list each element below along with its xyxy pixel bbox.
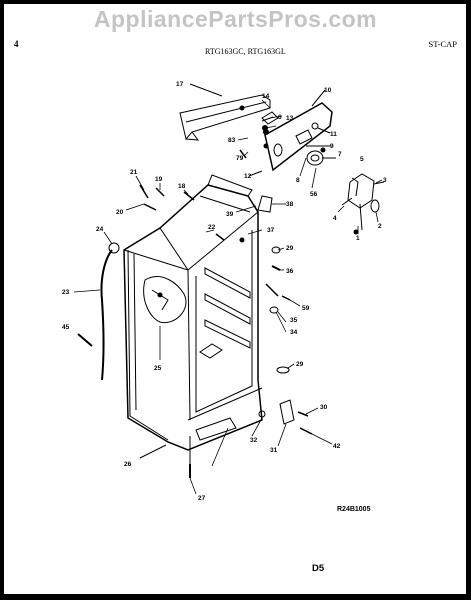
part-26-cabinet — [123, 174, 266, 470]
label-30: 30 — [320, 404, 328, 411]
label-27: 27 — [198, 495, 206, 502]
label-20: 20 — [116, 209, 124, 216]
reference-code: R24B1005 — [337, 506, 371, 513]
part-17-cover — [179, 83, 271, 141]
label-35: 35 — [290, 317, 298, 324]
label-22: 22 — [208, 224, 216, 231]
label-13: 13 — [286, 115, 294, 122]
label-2: 2 — [378, 223, 382, 230]
label-7: 7 — [338, 151, 342, 158]
label-14: 14 — [262, 93, 270, 100]
model-numbers: RTG163GC, RTG163GL — [205, 47, 286, 56]
label-42: 42 — [333, 443, 341, 450]
label-32: 32 — [250, 437, 258, 444]
label-29b: 29 — [296, 361, 304, 368]
part-10-control-panel — [248, 89, 336, 177]
page-number: 4 — [14, 39, 19, 49]
label-17: 17 — [176, 81, 184, 88]
callout-labels: 17 14 13 6 83 10 11 9 79 12 7 5 8 56 3 4… — [62, 81, 387, 502]
watermark: AppliancePartsPros.com — [93, 6, 378, 32]
part-23-tube — [100, 242, 120, 381]
label-79: 79 — [236, 155, 244, 162]
label-4: 4 — [333, 215, 337, 222]
label-5: 5 — [360, 156, 364, 163]
label-24: 24 — [96, 226, 104, 233]
label-3: 3 — [383, 177, 387, 184]
label-34: 34 — [290, 329, 298, 336]
label-38: 38 — [286, 201, 294, 208]
label-19: 19 — [155, 176, 163, 183]
label-56: 56 — [310, 191, 318, 198]
label-23: 23 — [62, 289, 70, 296]
label-36: 36 — [286, 268, 294, 275]
label-39: 39 — [226, 211, 234, 218]
label-11: 11 — [330, 131, 337, 138]
label-25: 25 — [154, 365, 162, 372]
label-21: 21 — [130, 169, 138, 176]
label-12: 12 — [244, 173, 252, 180]
label-26: 26 — [124, 461, 132, 468]
fasteners — [77, 105, 313, 478]
footer-code: D5 — [312, 563, 325, 574]
label-8: 8 — [296, 177, 300, 184]
label-18: 18 — [178, 183, 186, 190]
label-29a: 29 — [286, 245, 294, 252]
diagram-sheet — [4, 4, 466, 594]
leader-lines — [73, 99, 383, 495]
label-6: 6 — [278, 114, 282, 121]
label-59: 59 — [302, 305, 310, 312]
label-37: 37 — [267, 227, 275, 234]
label-45: 45 — [62, 324, 70, 331]
label-9: 9 — [330, 143, 334, 150]
label-10: 10 — [324, 87, 332, 94]
label-83: 83 — [228, 137, 236, 144]
section-code: ST-CAP — [428, 39, 457, 49]
label-1: 1 — [356, 235, 360, 242]
label-31: 31 — [270, 447, 278, 454]
